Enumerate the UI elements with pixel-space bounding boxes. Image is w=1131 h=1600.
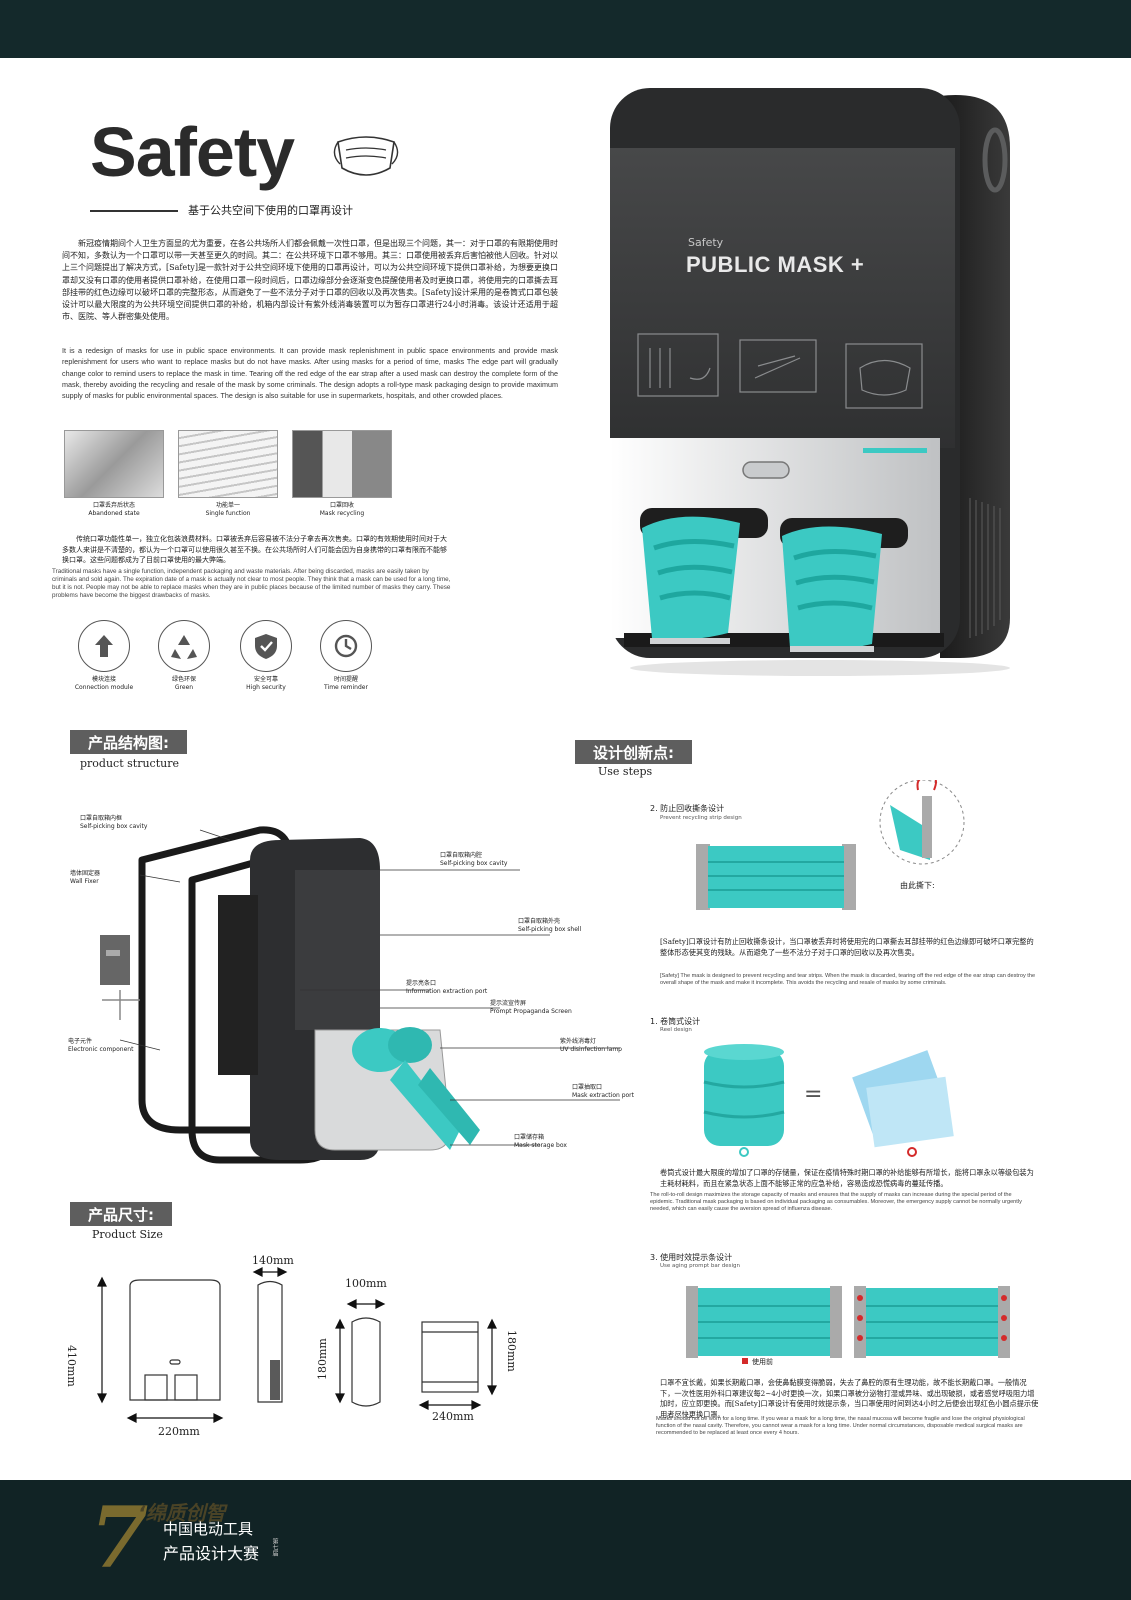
dim-width: 220mm [158,1425,200,1438]
step1-sub: Reel design [660,1027,692,1033]
equals-sign: = [804,1082,823,1107]
size-sub: Product Size [92,1228,163,1241]
top-bar [0,0,1131,58]
step2-title: 2. 防止回收撕条设计 [650,804,725,813]
dim-box-width: 240mm [432,1410,474,1423]
size-diagram [97,1267,497,1423]
legend-swatch [742,1358,748,1364]
footer-tagline: ‘绵质创智 [138,1501,226,1525]
structure-label: 产品结构图: [70,730,187,754]
size-label: 产品尺寸: [70,1202,172,1226]
dim-roll-width: 100mm [345,1277,387,1290]
hero-brand: Safety [688,236,724,249]
dim-height: 410mm [65,1345,78,1387]
step3-sub: Use aging prompt bar design [660,1263,741,1269]
step1-title: 1. 卷筒式设计 [650,1017,701,1026]
subtitle: 基于公共空间下使用的口罩再设计 [188,204,353,217]
step2-text-cn: [Safety]口罩设计有防止回收撕条设计，当口罩被丢弃时将使用完的口罩撕去耳部… [660,937,1034,957]
eco-recycle-icon [158,620,210,672]
intro-text-en: It is a redesign of masks for use in pub… [62,346,558,401]
step3-title: 3. 使用时效提示条设计 [650,1253,733,1262]
clock-timer-icon [320,620,372,672]
mask-roll-left [642,516,740,640]
dim-depth: 140mm [252,1254,294,1267]
page-title: Safety [90,113,295,191]
subtitle-rule [90,210,178,212]
exploded-view-diagram [100,826,620,1164]
step3-legend: 使用前 [752,1358,773,1366]
problem-text-en: Traditional masks have a single function… [52,568,451,599]
step1-text-en: The roll-to-roll design maximizes the st… [650,1192,1022,1213]
recycle-arrows-icon [78,620,130,672]
shield-check-icon [240,620,292,672]
reel-diagram [703,1044,954,1157]
photo-single-function [178,430,278,498]
innovation-label: 设计创新点: [575,740,692,764]
footer-logo-number: 7 [90,1488,149,1587]
hero-dispenser-render [610,88,1010,676]
photo-mask-recycling [292,430,392,498]
tear-label: 由此撕下: [900,881,935,890]
step2-sub: Prevent recycling strip design [660,815,742,821]
step1-text-cn: 卷筒式设计最大限度的增加了口罩的存储量，保证在疫情特殊时期口罩的补给能够有所增长… [660,1168,1034,1188]
footer-line1: 中国电动工具 [163,1520,254,1538]
face-mask-icon [333,136,399,176]
tear-strip-diagram [696,780,965,910]
intro-text-cn: 新冠疫情期间个人卫生方面显的尤为重要，在各公共场所人们都会佩戴一次性口罩，但是出… [62,239,558,322]
footer-bar [0,1480,1131,1600]
footer-line2: 产品设计大赛 [163,1544,260,1563]
aging-bar-diagram [686,1286,1010,1358]
footer-line3: 第七届 [271,1538,278,1556]
problem-text-cn: 传统口罩功能性单一，独立化包装浪费材料。口罩被丢弃后容易被不法分子拿去再次售卖。… [62,535,447,564]
mask-roll-right [782,526,882,651]
dim-box-height: 180mm [505,1330,518,1372]
photo-abandoned [64,430,164,498]
dim-roll-height: 180mm [316,1338,329,1380]
step3-text-cn: 口罩不宜长戴，如果长期戴口罩，会使鼻黏膜变得脆弱，失去了鼻腔的原有生理功能，故不… [660,1378,1039,1419]
innovation-sub: Use steps [598,765,653,778]
step2-text-en: [Safety] The mask is designed to prevent… [660,973,1036,987]
structure-sub: product structure [80,757,179,770]
hero-product-name: PUBLIC MASK + [686,252,865,277]
step3-text-en: Masks should not be worn for a long time… [656,1416,1025,1437]
